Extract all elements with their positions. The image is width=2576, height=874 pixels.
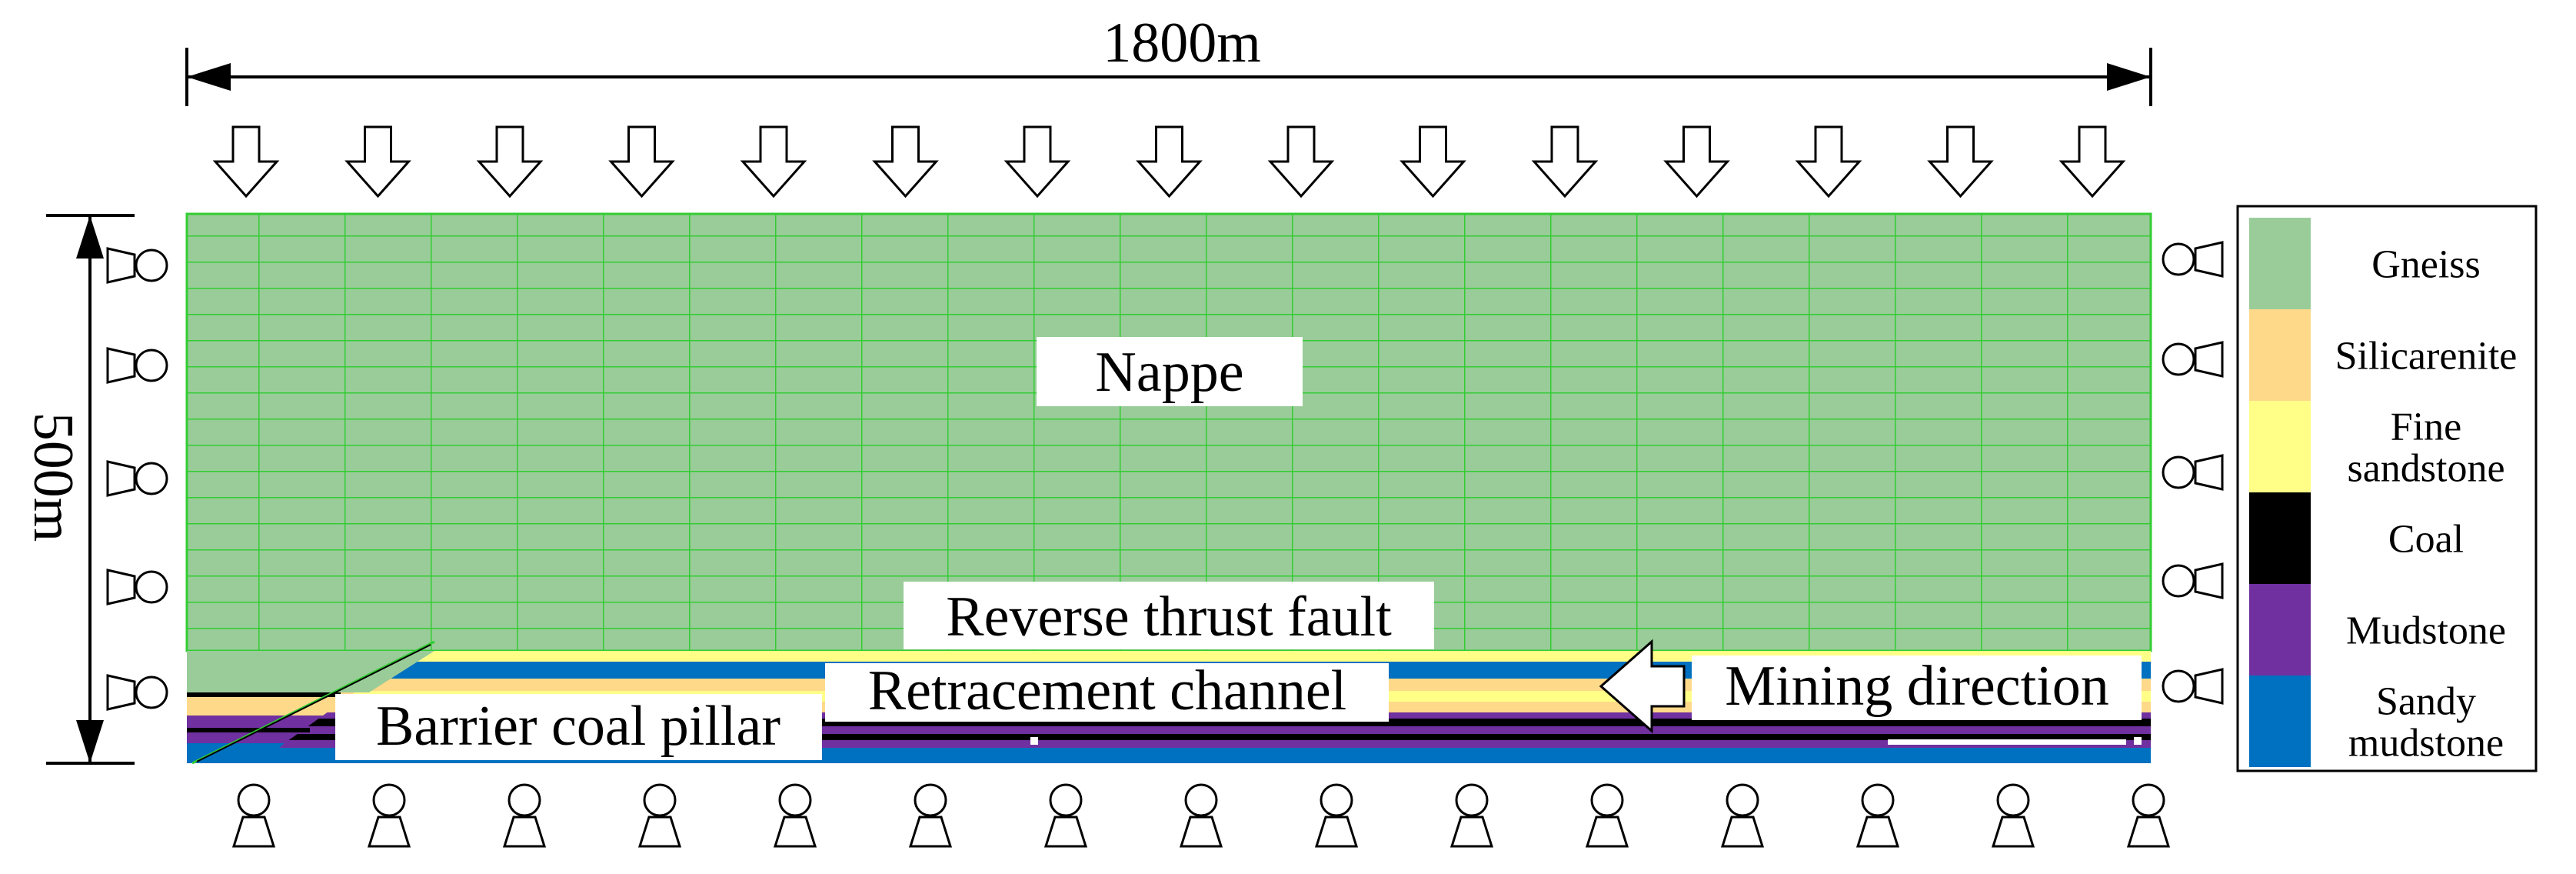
pin-support-icon [1449, 783, 1494, 848]
roller-support-icon [2162, 341, 2224, 378]
pin-support-icon [502, 783, 547, 848]
load-arrow-icon [1663, 125, 1730, 198]
load-arrow-icon [1267, 125, 1335, 198]
legend-swatch [2249, 676, 2311, 767]
gneiss-nappe-layer [185, 212, 2152, 652]
legend-item: Silicarenite [2249, 309, 2517, 401]
legend: GneissSilicareniteFinesandstoneCoalMudst… [2236, 205, 2538, 772]
left-supports [106, 247, 168, 711]
pin-support-icon [1314, 783, 1359, 848]
load-arrow-icon [344, 125, 411, 198]
nappe-label: Nappe [1095, 341, 1243, 404]
load-arrow-icon [1795, 125, 1862, 198]
retracement-channel-label: Retracement channel [868, 659, 1347, 722]
legend-swatch [2249, 584, 2311, 676]
height-label: 500m [22, 412, 85, 542]
pin-support-icon [1585, 783, 1629, 848]
height-dimension: 500m [19, 214, 135, 765]
roller-support-icon [2162, 668, 2224, 705]
legend-item: Gneiss [2249, 218, 2481, 309]
legend-swatch [2249, 309, 2311, 401]
load-arrow-icon [608, 125, 675, 198]
legend-label: Gneiss [2371, 243, 2481, 287]
model-body: Nappe Reverse thrust fault Retracement c… [185, 212, 2152, 765]
reverse-thrust-fault-label: Reverse thrust fault [946, 585, 1392, 649]
load-arrow-icon [872, 125, 939, 198]
roller-support-icon [106, 460, 168, 497]
pin-support-icon [908, 783, 953, 848]
roller-support-icon [106, 569, 168, 605]
roller-support-icon [106, 347, 168, 384]
load-arrows [212, 125, 2126, 198]
pin-support-icon [1855, 783, 1900, 848]
load-arrow-icon [1531, 125, 1599, 198]
roller-support-icon [2162, 562, 2224, 599]
load-arrow-icon [1927, 125, 1994, 198]
barrier-coal-pillar-label: Barrier coal pillar [376, 695, 780, 758]
pin-support-icon [1720, 783, 1765, 848]
legend-swatch [2249, 401, 2311, 492]
load-arrow-icon [212, 125, 280, 198]
mining-direction-label: Mining direction [1725, 655, 2108, 718]
load-arrow-icon [476, 125, 544, 198]
roller-support-icon [2162, 241, 2224, 278]
roller-support-icon [106, 674, 168, 711]
pin-support-icon [231, 783, 276, 848]
pin-support-icon [1043, 783, 1088, 848]
legend-label: sandstone [2347, 447, 2504, 491]
legend-item: Mudstone [2249, 584, 2506, 676]
right-supports [2162, 241, 2224, 705]
legend-label: Coal [2388, 518, 2464, 562]
load-arrow-icon [2058, 125, 2126, 198]
load-arrow-icon [1003, 125, 1071, 198]
pin-support-icon [1179, 783, 1223, 848]
width-dimension: 1800m [185, 12, 2152, 106]
legend-label: Mudstone [2346, 609, 2506, 653]
mining-direction-arrow-icon [1599, 639, 1686, 734]
load-arrow-icon [740, 125, 807, 198]
pin-support-icon [2126, 783, 2171, 848]
legend-label: Silicarenite [2335, 335, 2518, 379]
pin-support-icon [367, 783, 411, 848]
legend-label: Sandy [2376, 680, 2476, 724]
pin-support-icon [1991, 783, 2035, 848]
legend-swatch [2249, 218, 2311, 309]
width-label: 1800m [1103, 12, 1261, 75]
legend-item: Coal [2249, 492, 2464, 584]
pin-support-icon [773, 783, 817, 848]
pin-support-icon [637, 783, 682, 848]
legend-label: mudstone [2348, 722, 2504, 766]
bottom-supports [231, 783, 2171, 848]
legend-swatch [2249, 492, 2311, 584]
roller-support-icon [106, 247, 168, 284]
load-arrow-icon [1399, 125, 1466, 198]
load-arrow-icon [1136, 125, 1203, 198]
legend-label: Fine [2391, 405, 2461, 449]
roller-support-icon [2162, 454, 2224, 491]
